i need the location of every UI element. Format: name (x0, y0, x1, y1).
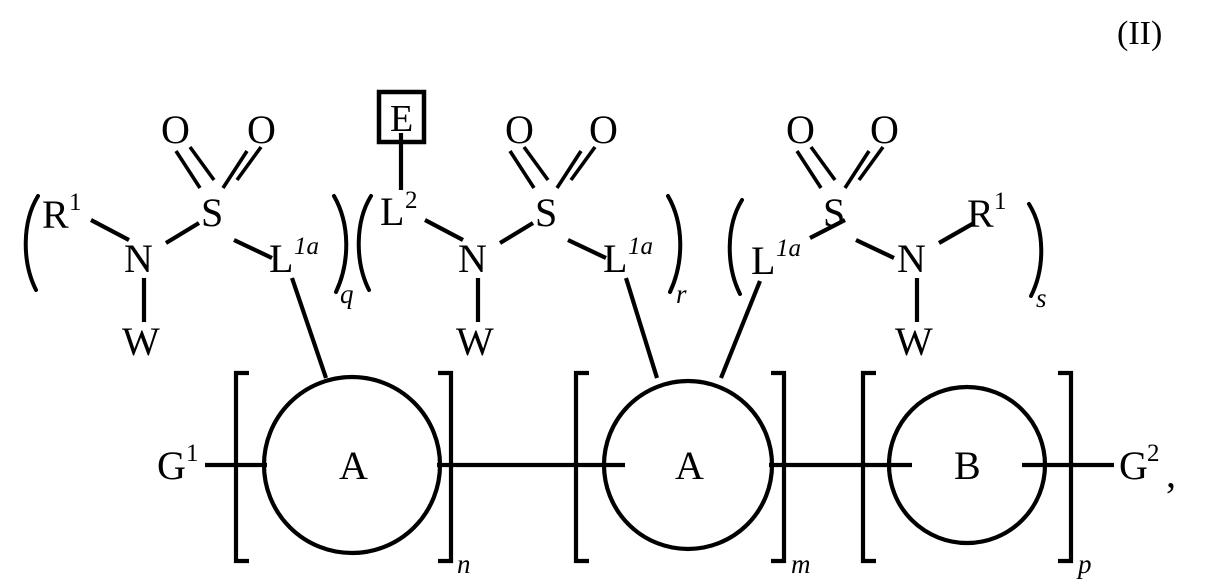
group1-o-left-atom: O (161, 107, 190, 152)
group1-l1a-superscript: 1a (294, 233, 319, 260)
group1-l1a-atom: L (269, 236, 293, 281)
unit-a-2-subscript: m (791, 549, 811, 579)
group1-paren-open (23, 194, 40, 292)
group1-bond-s-o-left-a (174, 150, 202, 189)
group1-bond-s-o-right-b (235, 145, 263, 182)
group1-bond-l1a-ringA1 (290, 277, 328, 379)
group3-bond-n-r1 (937, 221, 976, 245)
group2-l2-atom: L (380, 189, 404, 234)
unit-a-1-symbol: A (339, 443, 368, 488)
group2-paren-open (356, 194, 373, 292)
group3-n-atom: N (897, 236, 926, 281)
group1-o-right-atom: O (247, 107, 276, 152)
group2-bond-n-s (498, 221, 535, 245)
group1-w-atom: W (122, 319, 160, 364)
formula-label: (II) (1117, 15, 1162, 52)
group3-l1a-superscript: 1a (776, 235, 801, 262)
group1-r1-superscript: 1 (69, 189, 82, 216)
backbone-g2-atom: G (1119, 443, 1148, 488)
group3-o-left-atom: O (786, 107, 815, 152)
group1-r1-atom: R (42, 192, 69, 237)
group3-bond-l1a-s (809, 218, 846, 240)
unit-b-ring (886, 384, 1048, 546)
unit-b-bracket-close (1058, 370, 1074, 564)
group3-paren-open (727, 198, 744, 296)
group2-bond-s-l1a (567, 238, 607, 260)
backbone-g1-superscript: 1 (186, 440, 199, 467)
group2-o-right-atom: O (589, 107, 618, 152)
backbone-g1-atom: G (157, 443, 186, 488)
unit-b-symbol: B (954, 443, 981, 488)
group3-bond-s-n (855, 238, 895, 260)
group2-w-atom: W (456, 319, 494, 364)
group3-s-atom: S (823, 190, 845, 235)
group2-l1a-superscript: 1a (628, 233, 653, 260)
group1-bond-n-s (164, 221, 201, 245)
unit-a-1-bracket-open (233, 370, 249, 564)
group3-o-right-atom: O (870, 107, 899, 152)
group3-bond-s-o-right-a (843, 150, 871, 189)
group3-r1-atom: R (967, 191, 994, 236)
backbone-g2-superscript: 2 (1147, 440, 1160, 467)
group2-bond-s-o-right-b (569, 145, 597, 182)
group2-paren-close (666, 194, 683, 294)
unit-a-2-bracket-close (771, 370, 787, 564)
group3-l1a-atom: L (751, 238, 775, 283)
group1-paren-close (332, 194, 349, 294)
group3-repeat-subscript: s (1036, 283, 1047, 313)
unit-a-2-symbol: A (675, 443, 704, 488)
group2-l2-superscript: 2 (405, 187, 418, 214)
unit-a-1-bracket-close (438, 370, 454, 564)
unit-a-1-ring (261, 374, 443, 556)
group1-bond-r1-n (90, 218, 130, 242)
group3-bond-s-o-right-b (857, 145, 885, 182)
group2-bond-s-o-right-a (555, 150, 583, 189)
group2-repeat-subscript: r (676, 279, 687, 309)
group2-bond-l2-n (424, 218, 464, 242)
group1-repeat-subscript: q (340, 279, 354, 309)
group3-paren-close (1027, 202, 1044, 298)
unit-a-2-bracket-open (573, 370, 589, 564)
group2-e-atom: E (390, 98, 413, 140)
group3-bond-l1a-ringA2 (719, 280, 762, 379)
group2-s-atom: S (535, 190, 557, 235)
group2-o-left-atom: O (505, 107, 534, 152)
unit-b-subscript: p (1076, 549, 1092, 579)
group1-n-atom: N (124, 236, 153, 281)
group1-bond-s-l1a (233, 238, 273, 260)
trailing-comma: , (1166, 451, 1176, 496)
group2-n-atom: N (458, 236, 487, 281)
group2-l1a-atom: L (603, 236, 627, 281)
group1-bond-s-o-right-a (221, 150, 249, 189)
group3-bond-s-o-left-b (809, 145, 837, 182)
group2-bond-s-o-left-a (508, 150, 536, 189)
unit-a-2-ring (601, 378, 775, 552)
unit-a-1-subscript: n (457, 549, 471, 579)
group3-w-atom: W (895, 319, 933, 364)
group1-s-atom: S (201, 190, 223, 235)
group2-bond-s-o-left-b (522, 145, 550, 182)
group3-bond-s-o-left-a (795, 150, 823, 189)
group1-bond-s-o-left-b (188, 145, 216, 182)
group3-r1-superscript: 1 (994, 188, 1007, 215)
group2-bond-l1a-ringA2 (623, 277, 660, 379)
unit-b-bracket-open (860, 370, 876, 564)
